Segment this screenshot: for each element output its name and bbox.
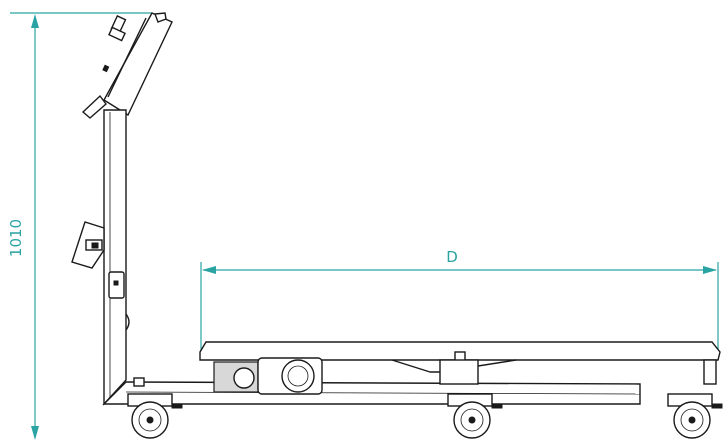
base-bolt xyxy=(133,377,145,387)
caster-left-brake xyxy=(171,403,183,409)
height-arrow-top xyxy=(31,14,39,28)
push-handle xyxy=(81,94,107,119)
panel-cap xyxy=(154,12,167,23)
panel-indicator xyxy=(102,64,110,73)
length-label: D xyxy=(446,248,458,266)
mast-column xyxy=(103,109,127,406)
mast-hinge xyxy=(125,313,130,331)
height-label: 1010 xyxy=(7,219,25,257)
control-panel-face-line xyxy=(107,17,147,98)
control-panel xyxy=(81,12,173,119)
height-arrow-bottom xyxy=(31,426,39,440)
center-block xyxy=(439,359,479,385)
drive-unit xyxy=(213,357,323,395)
caster-middle-hub xyxy=(460,408,484,432)
motor-cap-inner xyxy=(287,365,309,387)
caster-right-brake xyxy=(711,403,723,409)
height-dimension: 1010 xyxy=(7,12,152,440)
motor-cap xyxy=(281,359,315,393)
latch-pin xyxy=(113,280,119,286)
platform xyxy=(199,341,721,385)
caster-middle-brake xyxy=(491,403,503,409)
base-frame xyxy=(102,377,641,405)
bracket-plug-pin xyxy=(91,242,99,249)
caster-left-axle xyxy=(146,416,154,424)
length-arrow-right xyxy=(703,266,717,274)
caster-middle-axle xyxy=(468,416,476,424)
caster-left-hub xyxy=(138,408,162,432)
base-rail-line xyxy=(125,391,641,395)
caster-right xyxy=(667,393,723,439)
mast xyxy=(71,109,130,406)
caster-right-axle xyxy=(688,416,696,424)
emergency-stop-base xyxy=(108,26,126,42)
caster-right-hub xyxy=(680,408,704,432)
length-dimension: D xyxy=(200,248,719,360)
drive-wheel xyxy=(233,367,255,389)
caster-middle xyxy=(447,393,503,439)
platform-end-post xyxy=(703,359,717,385)
length-arrow-left xyxy=(202,266,216,274)
platform-deck xyxy=(199,341,721,361)
caster-left xyxy=(127,393,183,439)
